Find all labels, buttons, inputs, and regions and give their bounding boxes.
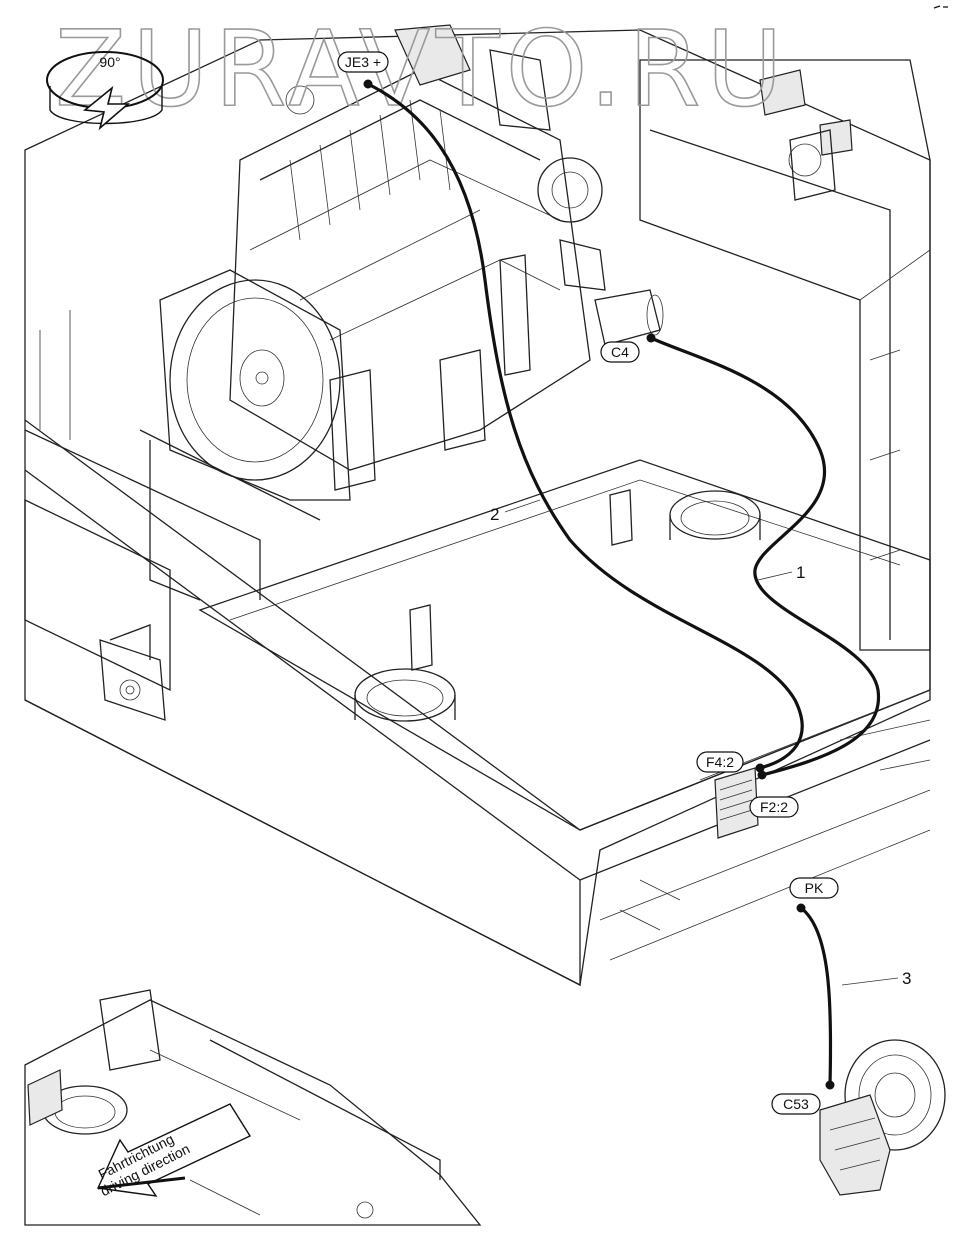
callout-1: 1 — [757, 563, 805, 582]
engine — [159, 24, 664, 501]
round-opening-front — [354, 668, 456, 722]
rotate-label: 90° — [99, 54, 120, 70]
cable-1 — [649, 336, 881, 777]
svg-text:PK: PK — [805, 880, 824, 896]
connector-dot-pk — [796, 903, 806, 913]
callout-2: 2 — [490, 499, 541, 524]
connector-dot-je3 — [363, 79, 373, 89]
svg-text:C53: C53 — [783, 1096, 809, 1112]
connector-dot-f22 — [757, 770, 767, 780]
connector-pk: PK — [789, 877, 839, 899]
connector-dot-c4 — [646, 333, 656, 343]
connector-f42: F4:2 — [696, 751, 744, 773]
corner-mark — [933, 5, 948, 9]
rotate-90-icon: 90° — [46, 51, 164, 131]
connector-c53: C53 — [771, 1093, 821, 1115]
connector-je3: JE3 + — [337, 51, 389, 73]
watermark: ZURAVTO.RU — [55, 8, 789, 130]
cable-2 — [366, 82, 804, 770]
driving-direction-arrow: Fahrtrichtung driving direction — [96, 1103, 252, 1199]
connector-dot-f42 — [755, 763, 765, 773]
callout-3: 3 — [841, 969, 911, 988]
svg-text:JE3 +: JE3 + — [345, 54, 381, 70]
svg-text:F4:2: F4:2 — [706, 754, 734, 770]
svg-text:3: 3 — [902, 969, 911, 988]
connector-c4: C4 — [600, 341, 640, 363]
inset-chassis — [24, 989, 482, 1226]
connector-f22: F2:2 — [749, 796, 799, 818]
svg-text:2: 2 — [490, 505, 499, 524]
travel-motor — [819, 1039, 946, 1196]
svg-text:F2:2: F2:2 — [760, 799, 788, 815]
connector-dot-c53 — [825, 1080, 835, 1090]
cable-3 — [799, 906, 833, 1087]
fuse-box — [714, 767, 759, 839]
svg-text:1: 1 — [796, 563, 805, 582]
svg-text:C4: C4 — [611, 344, 629, 360]
chassis-frame — [24, 29, 931, 987]
round-opening-center — [669, 490, 761, 540]
